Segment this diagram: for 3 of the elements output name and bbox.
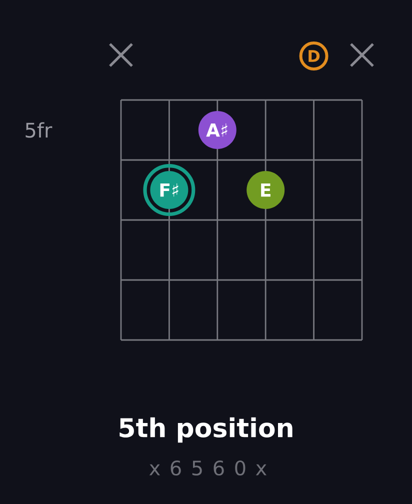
title: 5th position — [120, 417, 292, 443]
fingering-text: x 6 5 6 0 x — [149, 460, 266, 476]
fret-number: 5fr — [26, 122, 52, 138]
